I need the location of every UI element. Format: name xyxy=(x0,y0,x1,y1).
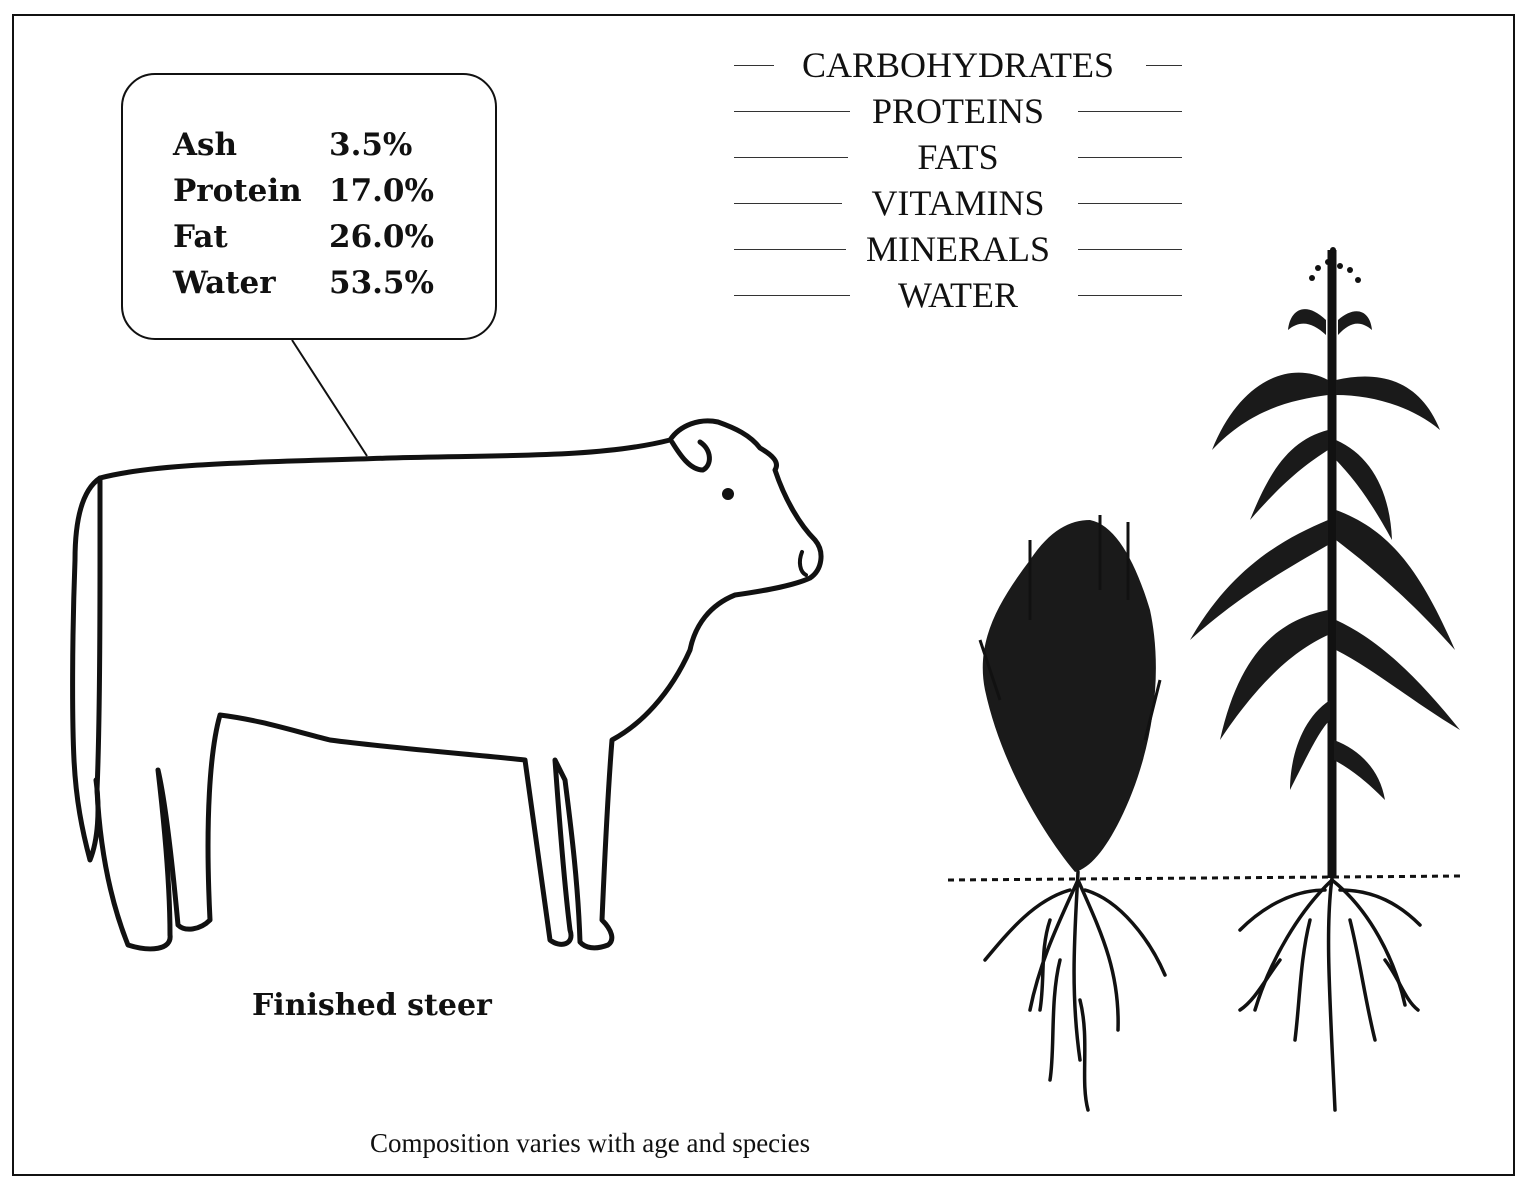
nutrient-item: CARBOHYDRATES xyxy=(728,42,1188,88)
nutrient-item: FATS xyxy=(728,134,1188,180)
bush-plant-drawing xyxy=(980,515,1165,1110)
composition-value: 3.5% xyxy=(329,127,412,163)
steer-drawing xyxy=(73,421,821,949)
nutrient-item: WATER xyxy=(728,272,1188,318)
nutrient-item: MINERALS xyxy=(728,226,1188,272)
composition-label: Protein xyxy=(173,173,329,209)
composition-value: 53.5% xyxy=(329,265,434,301)
composition-label: Water xyxy=(173,265,329,301)
animal-caption: Finished steer xyxy=(252,988,492,1023)
nutrient-item: VITAMINS xyxy=(728,180,1188,226)
nutrient-item: PROTEINS xyxy=(728,88,1188,134)
composition-label: Fat xyxy=(173,219,329,255)
composition-value: 26.0% xyxy=(329,219,434,255)
ground-line xyxy=(948,876,1462,880)
corn-plant-drawing xyxy=(1190,247,1460,1110)
footer-caption: Composition varies with age and species xyxy=(370,1128,810,1159)
composition-label: Ash xyxy=(173,127,329,163)
composition-value: 17.0% xyxy=(329,173,434,209)
callout-pointer xyxy=(292,340,367,456)
nutrient-list: CARBOHYDRATES PROTEINS FATS VITAMINS MIN… xyxy=(728,42,1188,318)
